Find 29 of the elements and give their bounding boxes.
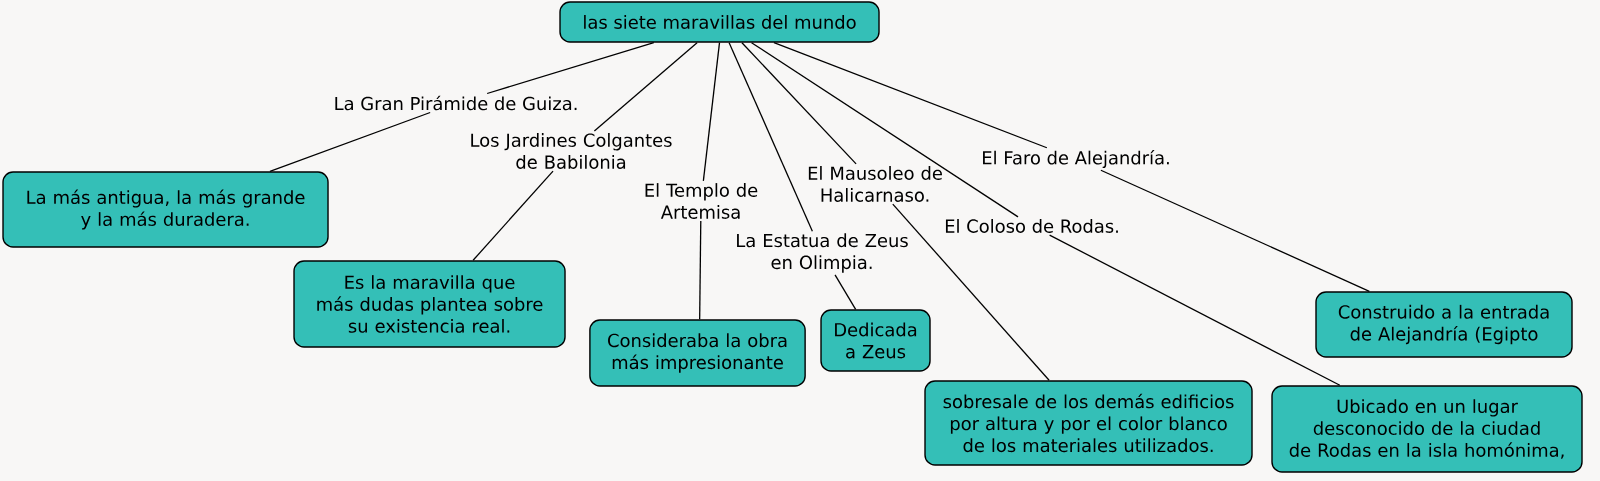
connector-line	[472, 170, 554, 261]
concept-box: Construido a la entrada de Alejandría (Egipto	[1315, 291, 1573, 358]
connector-line	[699, 220, 702, 320]
connector-line	[593, 42, 698, 132]
connector-line	[1100, 169, 1370, 292]
topic-box: las siete maravillas del mundo	[559, 1, 880, 43]
concept-label: El Templo de Artemisa	[645, 183, 758, 219]
concept-box: Consideraba la obra más impresionante	[589, 319, 806, 387]
connector-line	[741, 42, 857, 165]
concept-label: La Estatua de Zeus en Olimpia.	[737, 233, 908, 273]
concept-label: La Gran Pirámide de Guiza.	[335, 95, 577, 111]
connector-line	[834, 274, 857, 310]
connector-line	[892, 203, 1050, 381]
concept-box: Es la maravilla que más dudas plantea sobre su existencia real.	[293, 260, 566, 348]
connector-line	[1049, 234, 1341, 386]
connector-line	[702, 42, 721, 182]
concept-label: El Faro de Alejandría.	[983, 149, 1169, 169]
connector-line	[728, 42, 814, 232]
concept-label: Los Jardines Colgantes de Babilonia	[471, 133, 672, 169]
concept-box: La más antigua, la más grande y la más duradera.	[2, 171, 329, 248]
concept-box: Dedicada a Zeus	[820, 309, 931, 372]
connector-line	[269, 111, 431, 172]
concept-label: El Coloso de Rodas.	[945, 219, 1118, 233]
concept-label: El Mausoleo de Halicarnaso.	[808, 166, 942, 202]
connector-line	[750, 42, 1019, 218]
concept-box: sobresale de los demás edificios por altura y por el color blanco de los materiales utilizados.	[924, 380, 1253, 466]
connector-line	[486, 42, 655, 95]
concept-box: Ubicado en un lugar desconocido de la ciudad de Rodas en la isla homónima,	[1271, 385, 1583, 473]
connector-line	[773, 42, 1048, 149]
